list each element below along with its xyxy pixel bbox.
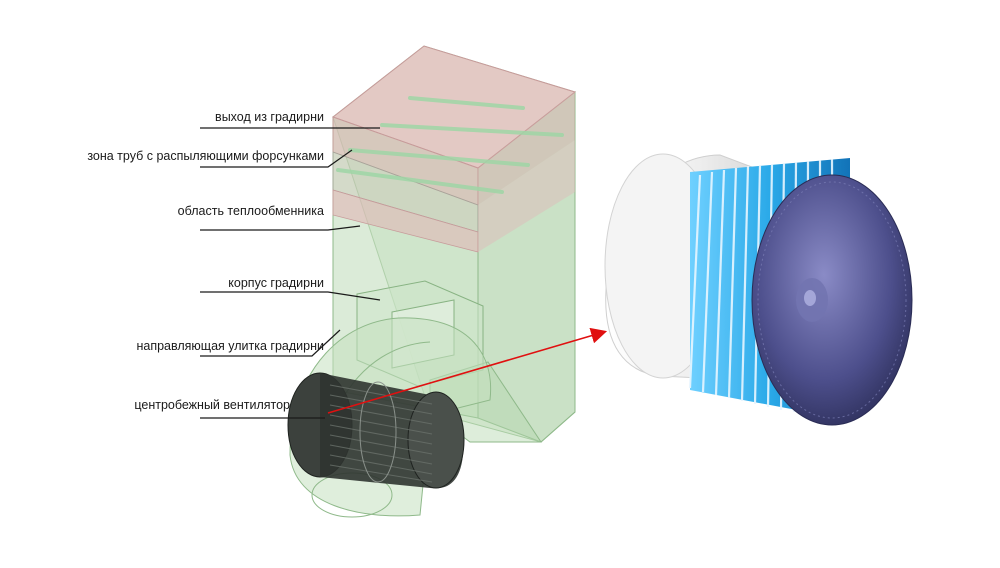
fan-hub-disc bbox=[751, 174, 913, 426]
leader-lines bbox=[200, 127, 381, 419]
outlet-zone-right bbox=[478, 92, 575, 205]
centrifugal-fan-closeup bbox=[604, 153, 913, 426]
label-housing: корпус градирни bbox=[228, 276, 324, 290]
label-outlet: выход из градирни bbox=[215, 110, 324, 124]
callout-arrow bbox=[327, 327, 608, 414]
label-fan: центробежный вентилятор bbox=[134, 398, 290, 412]
tower-fan bbox=[287, 372, 465, 489]
spray-pipes bbox=[336, 96, 564, 194]
cooling-tower-model bbox=[287, 45, 577, 518]
heat-exchanger-zone bbox=[332, 189, 479, 253]
label-nozzle-zone: зона труб с распыляющими форсунками bbox=[87, 149, 324, 163]
label-scroll: направляющая улитка градирни bbox=[136, 339, 324, 353]
label-heat-exchanger: область теплообменника bbox=[177, 204, 324, 218]
heat-exchanger-zone-right bbox=[478, 140, 575, 252]
